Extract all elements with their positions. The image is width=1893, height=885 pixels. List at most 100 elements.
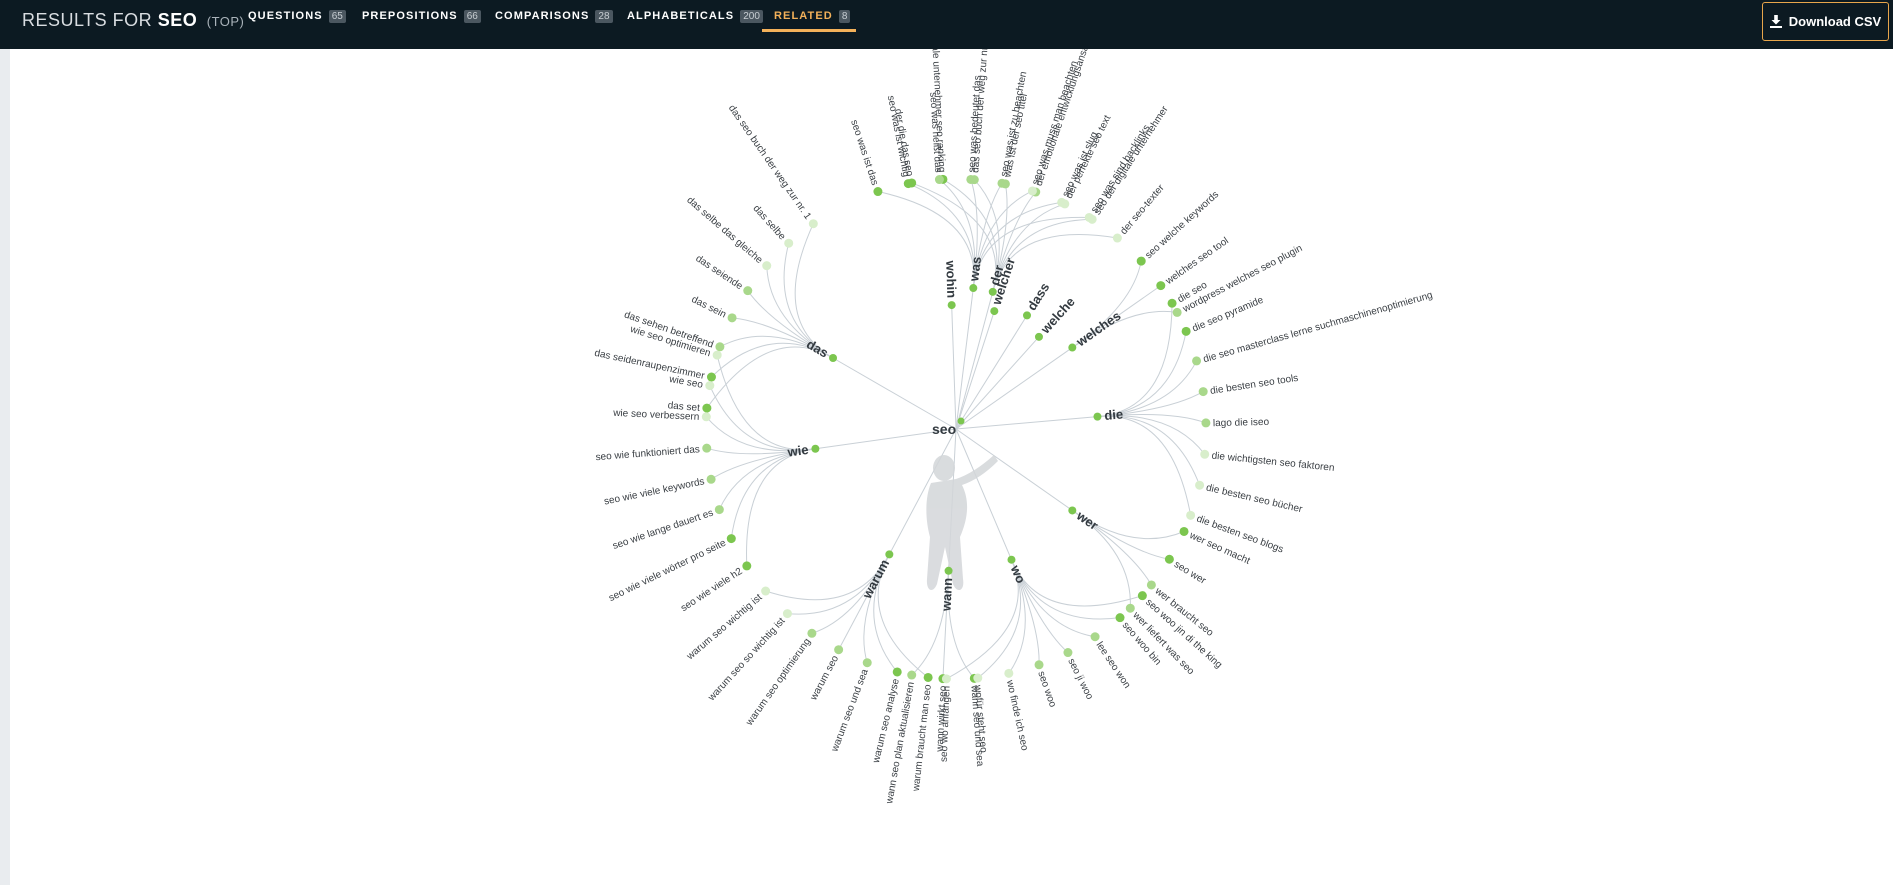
tab-related[interactable]: RELATED 8 bbox=[774, 6, 851, 26]
leaf-node[interactable] bbox=[727, 313, 737, 323]
leaf-node[interactable] bbox=[966, 174, 976, 184]
leaf-label[interactable]: wie seo verbessern bbox=[612, 408, 700, 423]
leaf-node[interactable] bbox=[1156, 281, 1166, 291]
hub-label-die[interactable]: die bbox=[1104, 406, 1124, 423]
leaf-node[interactable] bbox=[1200, 449, 1210, 459]
leaf-node[interactable] bbox=[782, 609, 792, 619]
leaf-node[interactable] bbox=[1201, 418, 1211, 428]
leaf-node[interactable] bbox=[701, 412, 711, 422]
leaf-node[interactable] bbox=[1192, 356, 1202, 366]
leaf-label[interactable]: warum seo und sea bbox=[829, 667, 871, 754]
leaf-node[interactable] bbox=[784, 238, 794, 248]
hub-label-welches[interactable]: welches bbox=[1073, 308, 1124, 350]
tab-questions[interactable]: QUESTIONS 65 bbox=[248, 6, 346, 26]
hub-label-der[interactable]: der bbox=[987, 263, 1007, 286]
leaf-node[interactable] bbox=[862, 658, 872, 668]
leaf-label[interactable]: seo woo bbox=[1035, 670, 1058, 709]
leaf-node[interactable] bbox=[923, 672, 933, 682]
leaf-label[interactable]: das selbe bbox=[751, 203, 788, 242]
leaf-label[interactable]: seo was ist das bbox=[848, 118, 880, 186]
leaf-label[interactable]: seo wo anfangen bbox=[939, 686, 953, 763]
leaf-node[interactable] bbox=[702, 403, 712, 413]
leaf-node[interactable] bbox=[941, 674, 951, 684]
leaf-node[interactable] bbox=[1034, 660, 1044, 670]
leaf-label[interactable]: lago die iseo bbox=[1213, 417, 1270, 429]
leaf-label[interactable]: das selbe das gleiche bbox=[684, 195, 764, 266]
leaf-node[interactable] bbox=[903, 179, 913, 189]
hub-label-wo[interactable]: wo bbox=[1007, 562, 1028, 585]
hub-node[interactable] bbox=[1023, 311, 1032, 320]
hub-node[interactable] bbox=[1068, 506, 1077, 515]
hub-label-wohin[interactable]: wohin bbox=[943, 259, 959, 298]
leaf-node[interactable] bbox=[1198, 387, 1208, 397]
hub-label-wer[interactable]: wer bbox=[1073, 507, 1101, 533]
leaf-label[interactable]: das seiende bbox=[693, 253, 744, 292]
leaf-node[interactable] bbox=[1137, 591, 1147, 601]
hub-label-warum[interactable]: warum bbox=[859, 557, 892, 602]
tab-alphabeticals[interactable]: ALPHABETICALS 200 bbox=[627, 6, 763, 26]
hub-label-wann[interactable]: wann bbox=[938, 577, 955, 612]
leaf-node[interactable] bbox=[892, 667, 902, 677]
leaf-label[interactable]: die wichtigsten seo faktoren bbox=[1211, 450, 1335, 473]
leaf-label[interactable]: wann wirkt seo bbox=[935, 685, 950, 753]
hub-node[interactable] bbox=[1034, 332, 1043, 341]
tab-comparisons[interactable]: COMPARISONS 28 bbox=[495, 6, 613, 26]
leaf-node[interactable] bbox=[706, 372, 716, 382]
leaf-label[interactable]: seo was heißt das bbox=[927, 92, 943, 173]
hub-node[interactable] bbox=[947, 301, 956, 310]
leaf-node[interactable] bbox=[834, 645, 844, 655]
hub-node[interactable] bbox=[811, 444, 820, 453]
download-csv-button[interactable]: Download CSV bbox=[1762, 2, 1889, 41]
hub-label-wie[interactable]: wie bbox=[786, 442, 810, 460]
leaf-node[interactable] bbox=[1136, 256, 1146, 266]
leaf-node[interactable] bbox=[706, 474, 716, 484]
leaf-node[interactable] bbox=[807, 628, 817, 638]
leaf-label[interactable]: warum braucht man seo bbox=[911, 683, 934, 792]
leaf-node[interactable] bbox=[1125, 603, 1135, 613]
hub-node[interactable] bbox=[1007, 555, 1016, 564]
leaf-node[interactable] bbox=[973, 673, 983, 683]
leaf-label[interactable]: die besten seo bücher bbox=[1205, 482, 1304, 515]
hub-node[interactable] bbox=[944, 566, 953, 575]
leaf-label[interactable]: das set bbox=[667, 400, 700, 414]
leaf-label[interactable]: welches seo tool bbox=[1163, 235, 1231, 287]
leaf-label[interactable]: seo was ist slug bbox=[1061, 130, 1101, 199]
leaf-node[interactable] bbox=[1186, 510, 1196, 520]
leaf-node[interactable] bbox=[1172, 307, 1182, 317]
leaf-node[interactable] bbox=[1164, 554, 1174, 564]
leaf-node[interactable] bbox=[702, 443, 712, 453]
leaf-node[interactable] bbox=[1063, 648, 1073, 658]
leaf-node[interactable] bbox=[907, 670, 917, 680]
leaf-label[interactable]: seo wie lange dauert es bbox=[611, 508, 715, 552]
leaf-node[interactable] bbox=[705, 381, 715, 391]
leaf-label[interactable]: seo wie funktioniert das bbox=[595, 444, 700, 463]
leaf-label[interactable]: die besten seo tools bbox=[1209, 373, 1299, 397]
leaf-label[interactable]: seo wie viele h2 bbox=[679, 566, 745, 614]
hub-node[interactable] bbox=[969, 284, 978, 293]
leaf-node[interactable] bbox=[1084, 212, 1094, 222]
leaf-label[interactable]: seo wie viele keywords bbox=[603, 476, 705, 507]
leaf-node[interactable] bbox=[997, 178, 1007, 188]
leaf-node[interactable] bbox=[808, 219, 818, 229]
hub-label-was[interactable]: was bbox=[966, 256, 984, 283]
leaf-label[interactable]: seo wer bbox=[1172, 559, 1208, 587]
leaf-label[interactable]: warum seo bbox=[808, 653, 841, 703]
hub-node[interactable] bbox=[885, 550, 894, 559]
leaf-node[interactable] bbox=[1179, 526, 1189, 536]
leaf-node[interactable] bbox=[1115, 613, 1125, 623]
leaf-label[interactable]: lee seo won bbox=[1094, 640, 1133, 690]
hub-node[interactable] bbox=[1093, 412, 1102, 421]
leaf-node[interactable] bbox=[1167, 298, 1177, 308]
hub-node[interactable] bbox=[990, 307, 999, 316]
hub-label-das[interactable]: das bbox=[804, 336, 831, 360]
leaf-label[interactable]: seo ji woo bbox=[1065, 657, 1095, 702]
leaf-node[interactable] bbox=[715, 342, 725, 352]
leaf-label[interactable]: das sein bbox=[690, 294, 728, 320]
leaf-node[interactable] bbox=[1181, 326, 1191, 336]
leaf-node[interactable] bbox=[1057, 197, 1067, 207]
leaf-label[interactable]: der seo-texter bbox=[1118, 182, 1167, 237]
leaf-node[interactable] bbox=[1195, 480, 1205, 490]
hub-node[interactable] bbox=[829, 354, 838, 362]
leaf-node[interactable] bbox=[1146, 580, 1156, 590]
leaf-node[interactable] bbox=[1004, 668, 1014, 678]
